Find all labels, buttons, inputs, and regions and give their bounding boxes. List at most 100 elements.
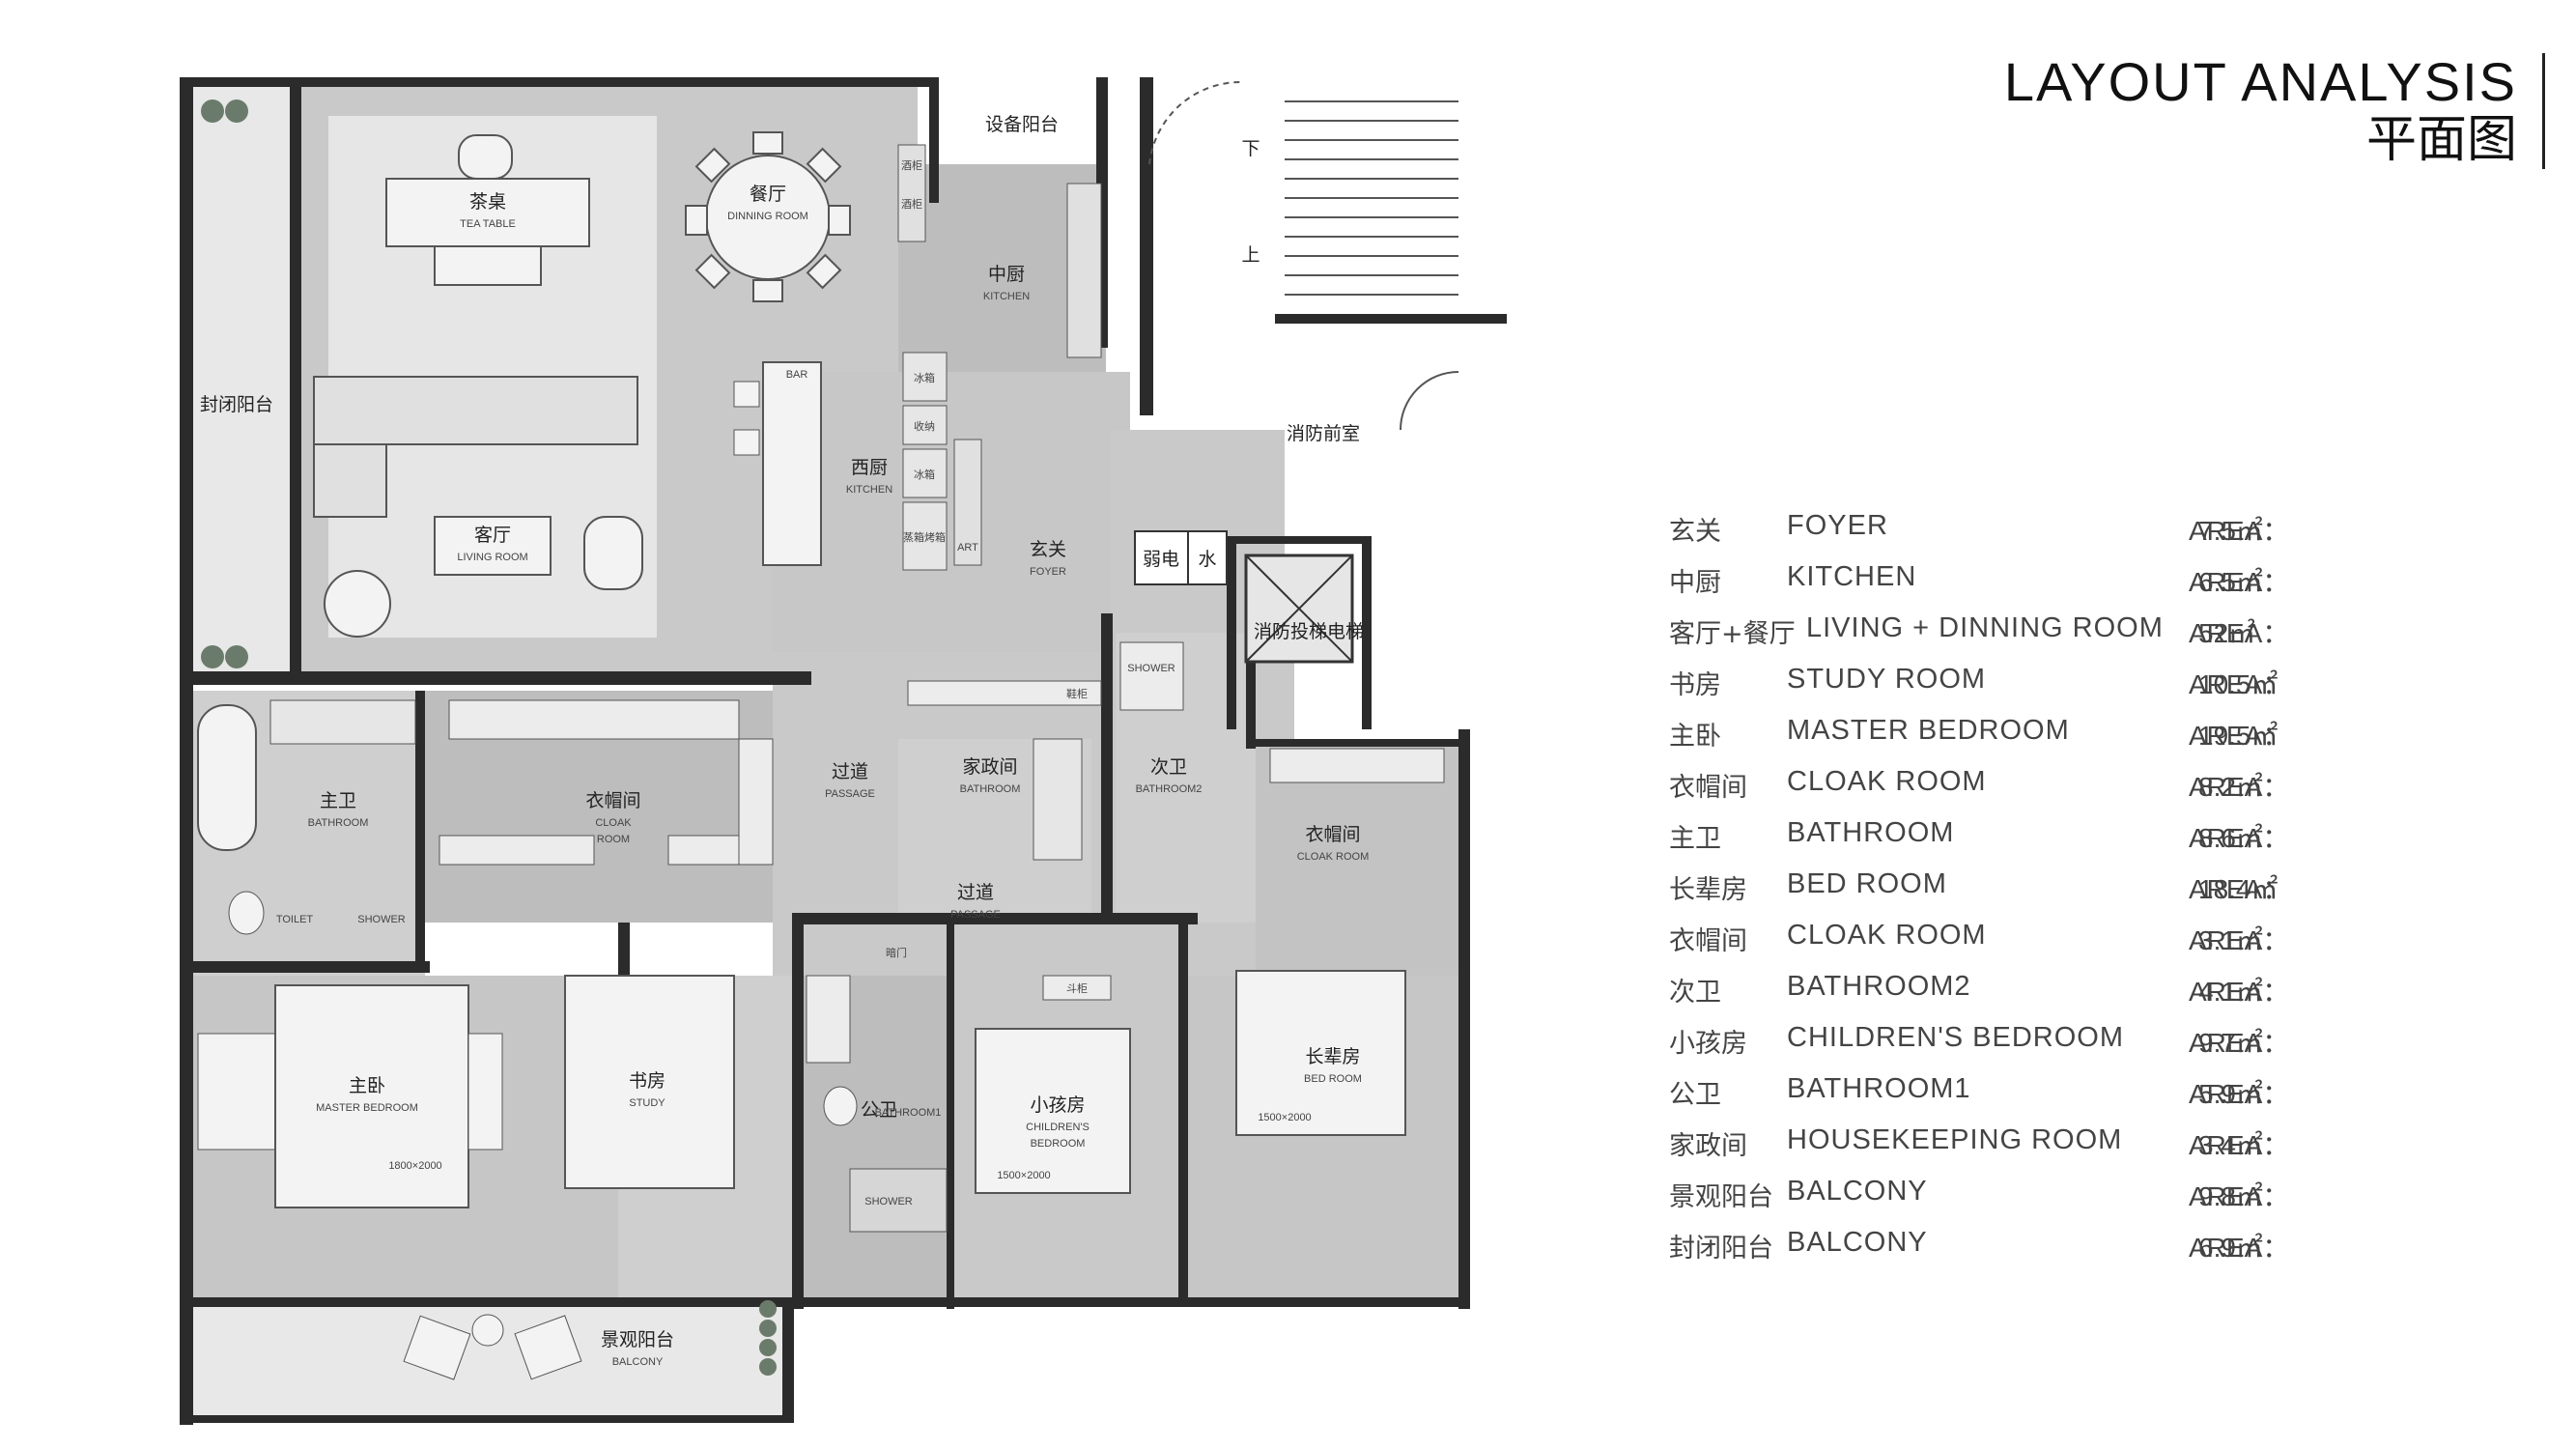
area-value: 9.8㎡ <box>2198 1181 2263 1211</box>
master-bed <box>197 984 503 1208</box>
bath1-label-cn: 公卫 <box>861 1099 897 1121</box>
cloak1-label-en2: ROOM <box>597 834 630 845</box>
area-cn: 封闭阳台 <box>1669 1234 1773 1264</box>
children-label-en2: BEDROOM <box>1031 1138 1086 1150</box>
cloak1-label-en1: CLOAK <box>595 817 632 829</box>
equipment-balcony-area <box>937 82 1106 159</box>
elder-bed <box>1235 970 1406 1136</box>
balcony-lounge <box>403 1314 582 1380</box>
area-label: AREA： <box>2189 516 2290 546</box>
area-cn: 衣帽间 <box>1669 926 1747 956</box>
planters <box>201 99 777 1376</box>
area-value: 6.9㎡ <box>2198 1233 2263 1263</box>
area-cn: 小孩房 <box>1669 1029 1747 1059</box>
area-value: 9.7㎡ <box>2198 1028 2263 1058</box>
area-label: AREA： <box>2189 1130 2290 1160</box>
dining-table: 餐厅 DINNING ROOM <box>685 131 851 302</box>
cloak2-label-en: CLOAK ROOM <box>1297 851 1370 863</box>
area-en: HOUSEKEEPING ROOM <box>1787 1124 2123 1155</box>
elevator: 消防投梯电梯 <box>1244 554 1364 664</box>
area-row: 小孩房 CHILDREN'S BEDROOM AREA：9.7㎡ <box>1669 1022 2403 1073</box>
master-bath-label-cn: 主卫 <box>320 790 356 811</box>
area-label: AREA： <box>2189 1028 2290 1058</box>
area-value: 4.1㎡ <box>2198 977 2263 1007</box>
bath2-label-cn: 次卫 <box>1150 756 1187 778</box>
area-value: 10.5㎡ <box>2198 669 2279 699</box>
shower-label-b: SHOWER <box>357 914 406 925</box>
toilet-label: TOILET <box>276 914 314 925</box>
fridge-label-2: 冰箱 <box>914 468 935 481</box>
area-value: 3.1㎡ <box>2198 925 2263 955</box>
west-kitchen-label-cn: 西厨 <box>851 457 888 478</box>
area-value: 5.9㎡ <box>2198 1079 2263 1109</box>
chest-label: 斗柜 <box>1066 982 1088 995</box>
staircase <box>1285 100 1458 296</box>
area-en: CLOAK ROOM <box>1787 766 1987 797</box>
cloak1-label-cn: 衣帽间 <box>585 790 640 811</box>
passage2-label-cn: 过道 <box>957 882 994 903</box>
area-cn: 玄关 <box>1669 517 1721 547</box>
area-en: FOYER <box>1787 510 1888 541</box>
study-desk-area <box>564 975 735 1189</box>
area-label: AREA： <box>2189 618 2290 648</box>
area-en: STUDY ROOM <box>1787 664 1987 695</box>
area-en: LIVING + DINNING ROOM <box>1806 612 2164 643</box>
area-value: 6.5㎡ <box>2198 567 2263 597</box>
master-bed-size: 1800×2000 <box>388 1160 441 1172</box>
bath1-label-en: BATHROOM1 <box>875 1107 942 1119</box>
bath2-label-en: BATHROOM2 <box>1136 783 1203 795</box>
outer-balcony-left <box>184 82 290 681</box>
weak-electric-room <box>1134 530 1189 585</box>
elevator-label: 消防投梯电梯 <box>1254 621 1364 642</box>
foyer-label-cn: 玄关 <box>1030 539 1066 560</box>
area-cn: 景观阳台 <box>1669 1182 1773 1212</box>
area-label: AREA： <box>2189 925 2290 955</box>
master-bed-label-en: MASTER BEDROOM <box>316 1102 418 1114</box>
stair-down-label: 下 <box>1241 138 1260 159</box>
study-label-en: STUDY <box>629 1097 665 1109</box>
bar-label: BAR <box>786 369 808 381</box>
area-value: 8.6㎡ <box>2198 823 2263 853</box>
living-label-cn: 客厅 <box>474 525 511 546</box>
area-label: AREA： <box>2189 1079 2290 1109</box>
area-cn: 书房 <box>1669 670 1721 700</box>
weak-electric-label: 弱电 <box>1143 549 1179 570</box>
master-bath-fixtures <box>197 699 416 935</box>
shower-label-a: SHOWER <box>1127 663 1175 674</box>
area-cn: 长辈房 <box>1669 875 1747 905</box>
floor-plan: 餐厅 DINNING ROOM 茶桌 TEA TABLE 客厅 LIVING R… <box>180 77 1507 1425</box>
tea-table: 茶桌 TEA TABLE <box>385 134 590 286</box>
living-label-en: LIVING ROOM <box>457 552 527 563</box>
area-value: 52㎡ <box>2198 618 2256 648</box>
children-label-en1: CHILDREN'S <box>1026 1122 1090 1133</box>
dining-label-cn: 餐厅 <box>750 184 786 205</box>
landscape-balcony-label-cn: 景观阳台 <box>601 1329 674 1350</box>
area-label: AREA： <box>2189 772 2290 802</box>
study-label-cn: 书房 <box>629 1070 665 1092</box>
cloak1-wardrobes <box>439 699 774 866</box>
enclosed-balcony-label: 封闭阳台 <box>200 394 273 415</box>
area-en: KITCHEN <box>1787 561 1917 592</box>
cloak2-label-cn: 衣帽间 <box>1305 824 1360 845</box>
art-cabinet <box>953 439 982 566</box>
area-en: CHILDREN'S BEDROOM <box>1787 1022 2125 1053</box>
west-kitchen-floor <box>773 372 1130 652</box>
area-label: AREA： <box>2189 1233 2290 1263</box>
area-value: 8.2㎡ <box>2198 772 2263 802</box>
kitchen-label-cn: 中厨 <box>988 264 1025 285</box>
area-cn: 主卧 <box>1669 722 1721 752</box>
kitchen-label-en: KITCHEN <box>983 291 1030 302</box>
tea-table-label-en: TEA TABLE <box>460 218 516 230</box>
wine-cabinet-label-1: 酒柜 <box>901 159 922 172</box>
bar-island: BAR <box>733 361 822 566</box>
